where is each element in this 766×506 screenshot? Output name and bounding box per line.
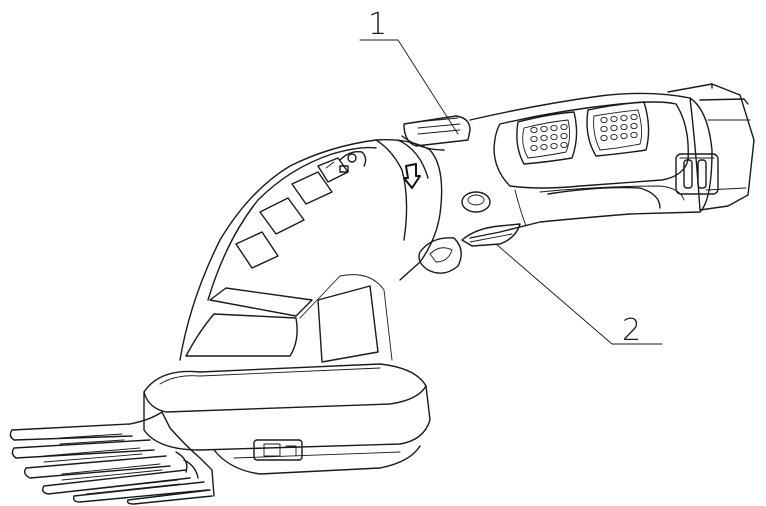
grip-dot: [630, 131, 638, 139]
grip-dot: [620, 114, 628, 122]
release-button: [461, 191, 491, 213]
callout-1: 1: [359, 7, 459, 135]
handle-body: [469, 92, 713, 239]
trigger-switch: [418, 223, 521, 274]
grip-dot: [560, 132, 568, 140]
belt-clip: [675, 153, 719, 195]
grip-dot: [530, 126, 538, 134]
grip-dot: [610, 124, 618, 132]
grip-dot: [610, 115, 618, 123]
grip-dot: [550, 142, 558, 150]
lock-off-switch: [401, 115, 471, 151]
grip-dot: [600, 116, 608, 124]
grip-dot: [630, 113, 638, 121]
grip-dot: [600, 134, 608, 142]
motor-housing: [179, 139, 443, 363]
grip-dot: [610, 133, 618, 141]
grip-pad-2: [586, 101, 650, 157]
grip-dot: [550, 133, 558, 141]
grip-dot: [620, 132, 628, 140]
grip-dot: [530, 135, 538, 143]
callout-1-label: 1: [368, 7, 387, 42]
grip-dot: [540, 134, 548, 142]
grip-dot: [560, 141, 568, 149]
grip-dot: [600, 125, 608, 133]
grip-dot: [540, 125, 548, 133]
callout-2: 2: [495, 243, 663, 348]
grip-pad-1: [516, 111, 578, 165]
grip-dot: [560, 123, 568, 131]
shear-blade: [9, 411, 215, 505]
grip-dot: [620, 123, 628, 131]
battery-pack: [667, 83, 755, 211]
grip-dot: [540, 143, 548, 151]
grip-dot: [550, 124, 558, 132]
grip-dot: [530, 144, 538, 152]
grip-dot: [630, 122, 638, 130]
blade-base: [143, 363, 431, 475]
callout-2-label: 2: [622, 313, 641, 348]
